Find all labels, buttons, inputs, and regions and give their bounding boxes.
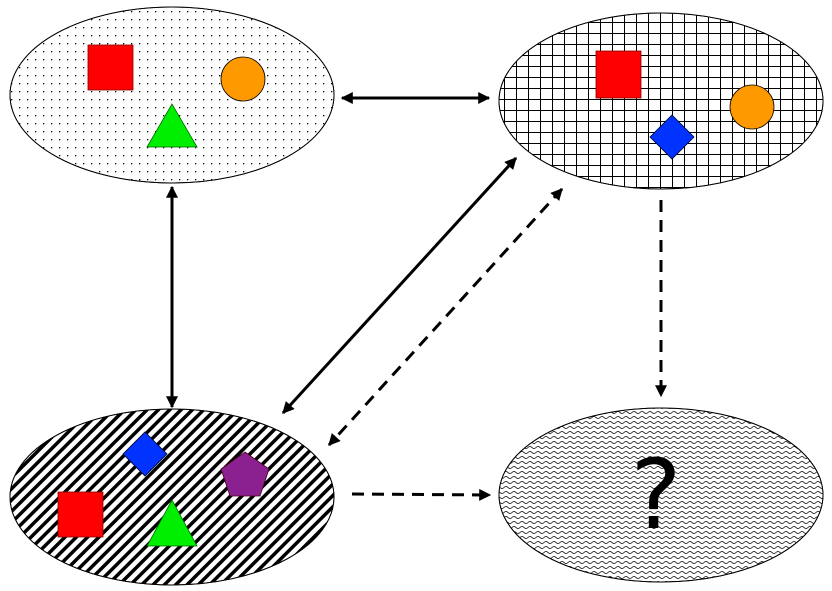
orange-circle: [220, 56, 266, 102]
orange-circle: [729, 84, 775, 130]
green-triangle: [146, 103, 198, 148]
blue-diamond: [649, 114, 695, 160]
red-square: [595, 50, 642, 99]
question-mark-label: ?: [631, 439, 682, 551]
node-top-right: [498, 12, 824, 190]
node-bottom-left: [9, 408, 335, 586]
edge-top-right-bottom-left-dashed: [327, 187, 564, 447]
red-square: [87, 44, 134, 91]
node-bottom-right: ?: [498, 407, 824, 583]
purple-pentagon: [220, 451, 270, 497]
edge-bottom-left-top-right: [281, 156, 518, 415]
green-triangle: [146, 499, 198, 547]
node-top-left: [9, 6, 335, 184]
edge-bottom-left-bottom-right-dashed: [351, 488, 492, 501]
blue-diamond: [122, 431, 168, 477]
red-square: [57, 491, 104, 538]
